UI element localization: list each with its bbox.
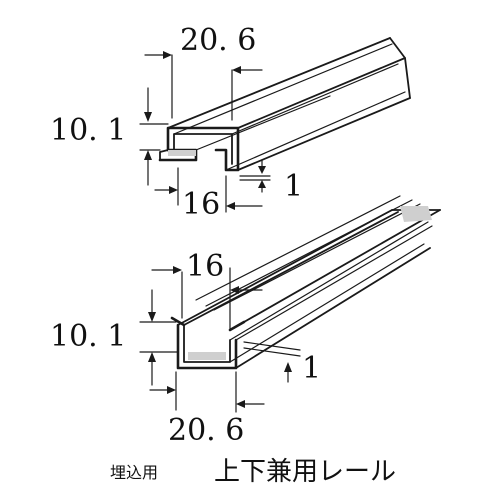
upper-inner-width-label: 16 bbox=[182, 187, 220, 222]
caption-title: 上下兼用レール bbox=[214, 457, 396, 487]
lower-dimensions bbox=[139, 266, 301, 413]
caption-small-label: 埋込用 bbox=[110, 463, 158, 482]
upper-dimensions bbox=[139, 51, 271, 213]
lower-width-label: 20. 6 bbox=[168, 413, 244, 448]
upper-width-label: 20. 6 bbox=[180, 23, 256, 58]
lower-inner-width-label: 16 bbox=[186, 249, 224, 284]
upper-thickness-label: 1 bbox=[284, 169, 303, 204]
upper-height-label: 10. 1 bbox=[50, 113, 126, 148]
lower-rail bbox=[170, 195, 441, 370]
upper-rail bbox=[158, 37, 411, 172]
lower-thickness-label: 1 bbox=[302, 351, 321, 386]
lower-height-label: 10. 1 bbox=[50, 319, 126, 354]
